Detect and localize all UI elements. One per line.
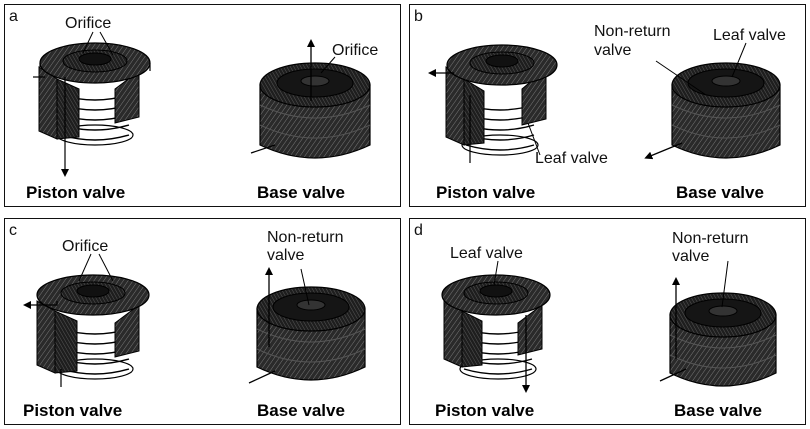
leaf-valve-leader: [731, 42, 747, 78]
panel-d: d Leaf valve Non-return valve Piston va: [409, 218, 806, 425]
base-valve-drawing: [250, 39, 371, 159]
caption-base-valve: Base valve: [674, 401, 762, 420]
label-leaf-valve: Leaf valve: [450, 245, 523, 262]
label-valve: valve: [672, 248, 709, 265]
non-return-leader: [300, 268, 310, 306]
caption-piston-valve: Piston valve: [436, 183, 535, 202]
piston-valve-drawing: [33, 42, 151, 177]
panel-letter: b: [414, 8, 423, 25]
leaf-valve-leader: [493, 260, 499, 286]
label-orifice: Orifice: [65, 15, 111, 32]
caption-base-valve: Base valve: [257, 183, 345, 202]
label-valve: valve: [594, 42, 631, 59]
orifice-leader: [320, 56, 336, 74]
panel-b-drawing: b Leaf valve Non-return valve Leaf: [414, 8, 786, 202]
caption-piston-valve: Piston valve: [23, 401, 122, 420]
label-orifice: Orifice: [332, 42, 378, 59]
base-valve-drawing: [659, 277, 777, 387]
caption-piston-valve: Piston valve: [26, 183, 125, 202]
label-leaf-valve: Leaf valve: [535, 150, 608, 167]
piston-valve-drawing: [23, 274, 150, 387]
caption-base-valve: Base valve: [676, 183, 764, 202]
caption-piston-valve: Piston valve: [435, 401, 534, 420]
leaf-valve-leader: [527, 122, 541, 156]
piston-valve-drawing: [441, 274, 551, 393]
panel-d-drawing: d Leaf valve Non-return valve Piston va: [414, 222, 777, 420]
panel-b: b Leaf valve Non-return valve Leaf: [409, 4, 806, 207]
orifice-leaders: [78, 253, 114, 282]
non-return-leader: [721, 260, 729, 308]
panel-c: c Orifice Non-return: [4, 218, 401, 425]
panel-a-drawing: a Orifice: [9, 8, 378, 202]
panel-a: a Orifice: [4, 4, 401, 207]
label-leaf-valve: Leaf valve: [713, 27, 786, 44]
label-valve: valve: [267, 247, 304, 264]
label-orifice: Orifice: [62, 238, 108, 255]
base-valve-drawing: [644, 62, 781, 160]
panel-letter: a: [9, 8, 18, 25]
base-valve-drawing: [248, 267, 366, 384]
piston-valve-drawing: [428, 44, 558, 163]
caption-base-valve: Base valve: [257, 401, 345, 420]
panel-letter: d: [414, 222, 423, 239]
label-non-return: Non-return: [672, 230, 748, 247]
orifice-leaders: [82, 31, 114, 56]
panel-c-drawing: c Orifice Non-return: [9, 222, 366, 420]
label-non-return: Non-return: [267, 229, 343, 246]
non-return-leader: [655, 60, 707, 96]
panel-letter: c: [9, 222, 17, 239]
label-non-return: Non-return: [594, 23, 670, 40]
